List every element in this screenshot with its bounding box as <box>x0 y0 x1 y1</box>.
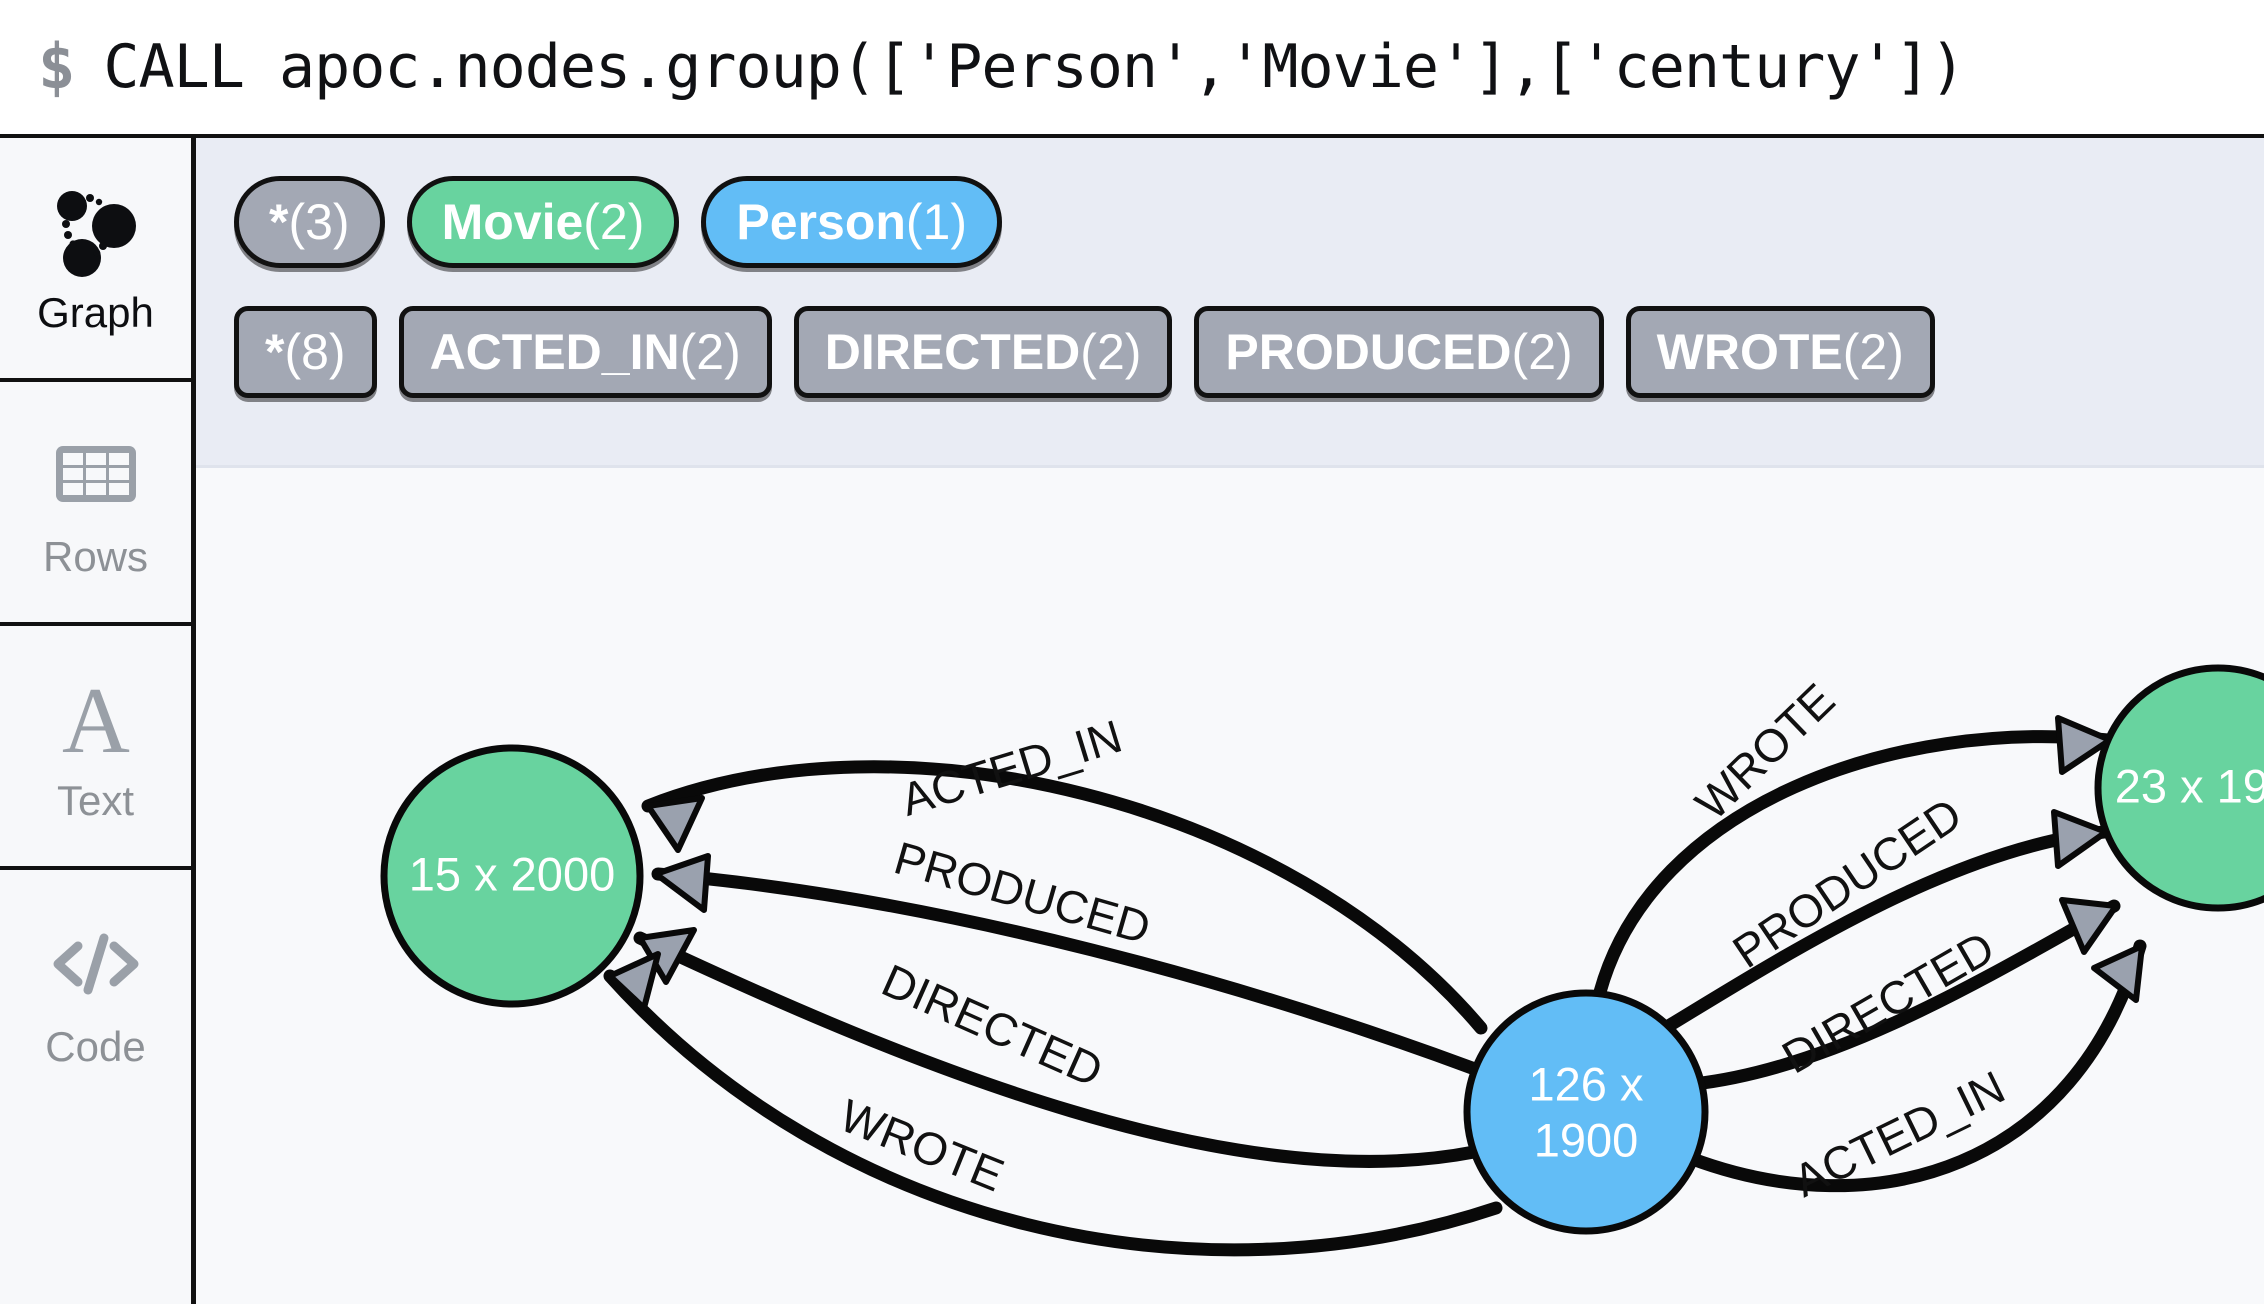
legend-pill-acted-in[interactable]: ACTED_IN(2) <box>398 306 772 398</box>
legend-pill-person[interactable]: Person(1) <box>701 176 1003 268</box>
view-mode-sidebar: Graph Rows <box>0 138 196 1304</box>
legend-pill-all-labels[interactable]: *(3) <box>234 176 385 268</box>
legend-pill-count: (2) <box>583 194 645 250</box>
sidebar-item-label: Graph <box>37 289 154 336</box>
svg-text:A: A <box>62 670 130 766</box>
sidebar-item-label: Code <box>45 1023 146 1070</box>
legend-pill-name: * <box>269 194 289 250</box>
legend-pill-count: (1) <box>905 194 968 250</box>
graph-nodes-icon <box>48 182 144 278</box>
legend-pill-count: (2) <box>679 324 741 380</box>
node-caption: 23 x 1900 <box>2115 759 2264 812</box>
legend-pill-name: DIRECTED <box>824 324 1081 380</box>
legend-pill-name: ACTED_IN <box>429 324 680 380</box>
legend-pill-count: (2) <box>1842 324 1904 380</box>
legend-pill-name: * <box>265 324 285 380</box>
prompt-sigil-icon: $ <box>38 30 76 103</box>
query-bar[interactable]: $ CALL apoc.nodes.group(['Person','Movie… <box>0 0 2264 138</box>
legend-pill-count: (2) <box>1080 324 1142 380</box>
graph-canvas[interactable]: ACTED_IN PRODUCED DIRECTED WROTE <box>196 468 2264 1304</box>
legend-pill-count: (8) <box>284 324 346 380</box>
sidebar-item-text[interactable]: A Text <box>0 626 191 870</box>
letter-a-icon: A <box>48 669 144 773</box>
edge-acted-in-left[interactable]: ACTED_IN <box>641 710 1488 1035</box>
legend-pill-count: (3) <box>288 194 350 250</box>
angle-brackets-icon <box>48 916 144 1012</box>
edge-directed-left[interactable]: DIRECTED <box>633 927 1481 1168</box>
legend-pill-movie[interactable]: Movie(2) <box>406 176 680 268</box>
table-grid-icon <box>48 426 144 522</box>
legend-pill-name: WROTE <box>1656 324 1843 380</box>
node-caption-line1: 126 x <box>1529 1057 1644 1110</box>
sidebar-item-rows[interactable]: Rows <box>0 382 191 626</box>
legend-pill-wrote[interactable]: WROTE(2) <box>1625 306 1935 398</box>
node-caption: 15 x 2000 <box>409 847 615 900</box>
sidebar-item-label: Text <box>56 777 135 824</box>
graph-node-person-1900[interactable]: 126 x 1900 <box>1463 989 1709 1235</box>
legend-pill-all-relationships[interactable]: *(8) <box>234 306 377 398</box>
legend-pill-produced[interactable]: PRODUCED(2) <box>1194 306 1604 398</box>
legend-pill-count: (2) <box>1511 324 1573 380</box>
legend-pill-name: PRODUCED <box>1225 324 1512 380</box>
graph-node-movie-1900[interactable]: 23 x 1900 <box>2094 664 2264 912</box>
query-text: CALL apoc.nodes.group(['Person','Movie']… <box>103 32 1966 102</box>
node-label-legend-row: *(3) Movie(2) Person(1) <box>234 160 2264 284</box>
edge-label: DIRECTED <box>875 954 1111 1097</box>
sidebar-item-graph[interactable]: Graph <box>0 138 191 382</box>
edge-label: ACTED_IN <box>895 710 1128 826</box>
legend-pill-name: Movie <box>441 194 584 250</box>
legend-pill-name: Person <box>736 194 906 250</box>
legend-panel: *(3) Movie(2) Person(1) *(8) ACTED_IN(2)… <box>196 138 2264 468</box>
relationship-type-legend-row: *(8) ACTED_IN(2) DIRECTED(2) PRODUCED(2)… <box>234 290 2264 414</box>
graph-node-movie-2000[interactable]: 15 x 2000 <box>380 744 644 1008</box>
sidebar-item-label: Rows <box>42 533 149 580</box>
legend-pill-directed[interactable]: DIRECTED(2) <box>793 306 1173 398</box>
node-caption-line2: 1900 <box>1534 1113 1639 1166</box>
sidebar-item-code[interactable]: Code <box>0 870 191 1114</box>
